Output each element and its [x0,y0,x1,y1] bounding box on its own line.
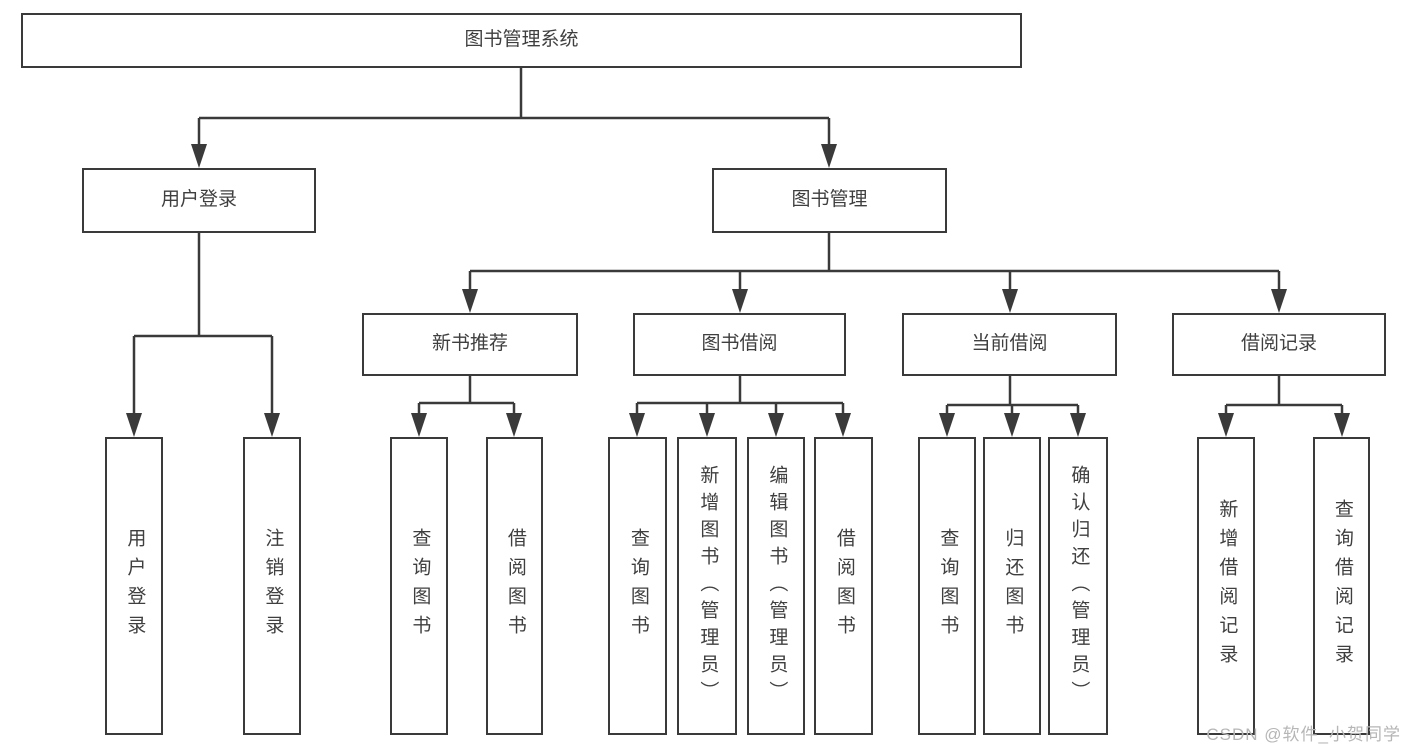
node-user-login: 用户登录 [82,168,316,233]
leaf-borrow-book-recommend: 借阅图书 [486,437,543,735]
csdn-watermark: CSDN @软件_小贺同学 [1206,725,1401,744]
leaf-query-book-recommend: 查询图书 [390,437,448,735]
leaf-confirm-return-admin: 确认归还（管理员） [1048,437,1108,735]
leaf-add-borrow-record: 新增借阅记录 [1197,437,1255,735]
leaf-add-book-admin: 新增图书（管理员） [677,437,737,735]
arrowheads [126,144,1350,437]
leaf-query-book-current: 查询图书 [918,437,976,735]
node-library-system: 图书管理系统 [21,13,1022,68]
leaf-query-book-borrow: 查询图书 [608,437,667,735]
node-book-borrow: 图书借阅 [633,313,846,376]
node-current-borrow: 当前借阅 [902,313,1117,376]
node-new-book-recommend: 新书推荐 [362,313,578,376]
node-borrow-record: 借阅记录 [1172,313,1386,376]
leaf-query-borrow-record: 查询借阅记录 [1313,437,1370,735]
leaf-return-book: 归还图书 [983,437,1041,735]
leaf-edit-book-admin: 编辑图书（管理员） [747,437,805,735]
leaf-logout: 注销登录 [243,437,301,735]
leaf-user-login: 用户登录 [105,437,163,735]
node-book-management: 图书管理 [712,168,947,233]
leaf-borrow-book: 借阅图书 [814,437,873,735]
